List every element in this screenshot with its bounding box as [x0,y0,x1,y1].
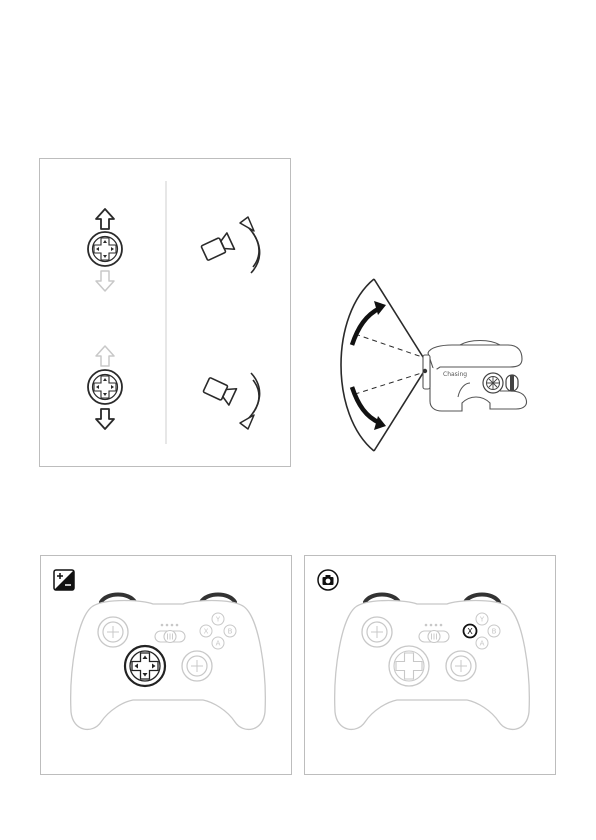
dpad-up-arrow-icon [96,209,114,229]
left-joystick [362,617,392,647]
button-a-label: A [480,640,485,648]
underwater-drone: Chasing [423,341,527,412]
button-x-label: X [204,628,209,636]
dpad-icon [88,232,122,266]
tilt-up-curve-arrow-icon [240,217,260,273]
gamepad-x-highlighted: Y X B A [327,582,537,742]
button-y-label: Y [215,616,221,624]
camera-tilt-up-icon [201,233,235,262]
button-x-label: X [467,627,473,636]
camera-tilt-down-icon [203,377,237,406]
drone-brand-text: Chasing [443,371,467,378]
right-joystick [182,651,212,681]
dpad-up-arrow-faded-icon [96,346,114,366]
photo-panel: Y X B A [304,555,556,775]
gamepad-body [335,601,530,730]
button-b-label: B [228,628,233,636]
left-joystick [98,617,128,647]
dpad [389,646,429,686]
dpad-down-arrow-icon [96,409,114,429]
dpad-tilt-diagram [40,159,292,468]
tilt-down-curve-arrow-icon [240,373,260,429]
button-y-label: Y [479,616,485,624]
tilt-up-arrow-icon [352,301,386,345]
dpad-tilt-panel [39,158,291,467]
dpad-highlighted [125,646,165,686]
dpad-icon [88,370,122,404]
gamepad-body [71,601,266,730]
button-b-label: B [492,628,497,636]
drone-camera-tilt-diagram: Chasing [330,275,530,455]
gamepad-dpad-highlighted: Y X B A [63,582,273,742]
button-a-label: A [216,640,221,648]
right-joystick [446,651,476,681]
dpad-down-arrow-faded-icon [96,271,114,291]
brightness-panel: Y X B A [40,555,292,775]
